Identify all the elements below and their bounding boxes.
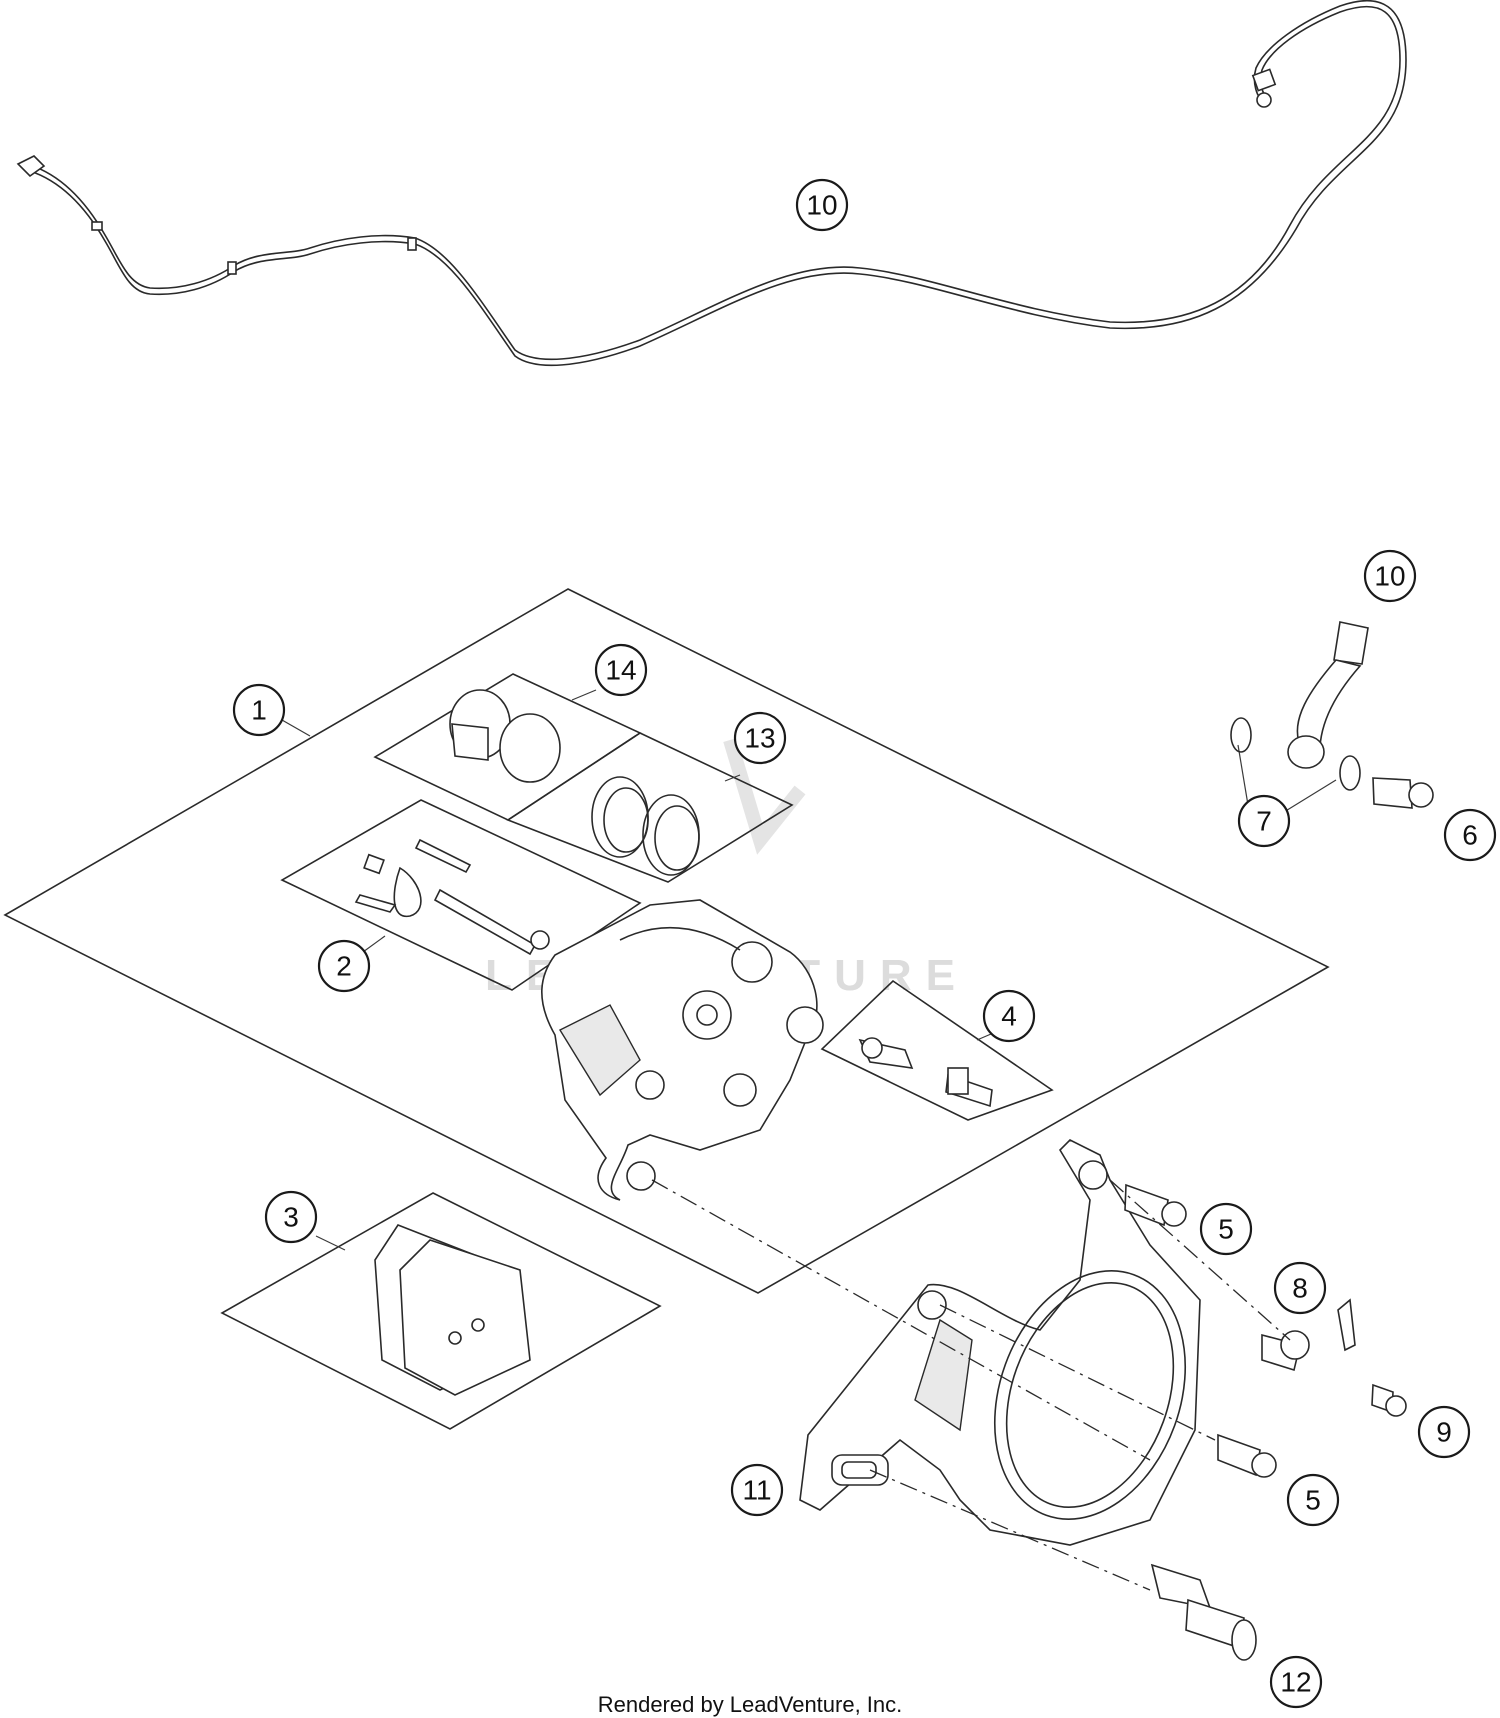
piston-seals xyxy=(591,776,700,876)
svg-text:8: 8 xyxy=(1292,1273,1308,1304)
callout-5-upper: 5 xyxy=(1199,1202,1253,1256)
svg-text:5: 5 xyxy=(1305,1485,1321,1516)
svg-text:13: 13 xyxy=(744,723,775,754)
pin-kit-box xyxy=(280,799,642,991)
svg-text:10: 10 xyxy=(1374,561,1405,592)
svg-text:5: 5 xyxy=(1218,1214,1234,1245)
watermark-logo-icon xyxy=(723,737,806,855)
callout-1: 1 xyxy=(232,683,286,737)
svg-text:9: 9 xyxy=(1436,1417,1452,1448)
callout-14: 14 xyxy=(594,643,648,697)
svg-text:3: 3 xyxy=(283,1202,299,1233)
svg-text:12: 12 xyxy=(1280,1667,1311,1698)
callout-7: 7 xyxy=(1237,794,1291,848)
caliper-bracket xyxy=(799,1139,1201,1546)
callout-9: 9 xyxy=(1417,1405,1471,1459)
fasteners xyxy=(1124,1183,1407,1661)
bleeder-valve xyxy=(858,1037,993,1108)
callout-4: 4 xyxy=(982,989,1036,1043)
leader-lines xyxy=(281,689,1337,1251)
pad-box xyxy=(220,1192,662,1430)
callout-5-lower: 5 xyxy=(1286,1473,1340,1527)
svg-text:4: 4 xyxy=(1001,1001,1017,1032)
svg-text:2: 2 xyxy=(336,951,352,982)
caliper-kit-box xyxy=(3,588,1330,1294)
render-credit: Rendered by LeadVenture, Inc. xyxy=(597,1692,903,1717)
brake-pads xyxy=(374,1224,531,1396)
svg-text:7: 7 xyxy=(1256,806,1272,837)
callout-10-hose: 10 xyxy=(795,178,849,232)
svg-text:10: 10 xyxy=(806,190,837,221)
svg-text:14: 14 xyxy=(605,655,636,686)
seal-box xyxy=(506,732,794,883)
svg-text:1: 1 xyxy=(251,695,267,726)
callout-2: 2 xyxy=(317,939,371,993)
callout-6: 6 xyxy=(1443,808,1497,862)
svg-text:11: 11 xyxy=(742,1475,771,1506)
pistons xyxy=(449,689,561,783)
callout-10-fitting: 10 xyxy=(1363,549,1417,603)
callout-13: 13 xyxy=(733,711,787,765)
callout-12: 12 xyxy=(1269,1655,1323,1709)
brake-hose xyxy=(16,0,1407,367)
callout-8: 8 xyxy=(1273,1261,1327,1315)
brake-caliper xyxy=(541,899,824,1201)
assembly-lines xyxy=(651,1179,1291,1591)
callout-3: 3 xyxy=(264,1190,318,1244)
pin-kit xyxy=(354,838,550,956)
callout-11: 11 xyxy=(730,1463,784,1517)
svg-text:6: 6 xyxy=(1462,820,1478,851)
bleeder-box xyxy=(820,979,1054,1121)
banjo-fitting xyxy=(1230,621,1434,809)
